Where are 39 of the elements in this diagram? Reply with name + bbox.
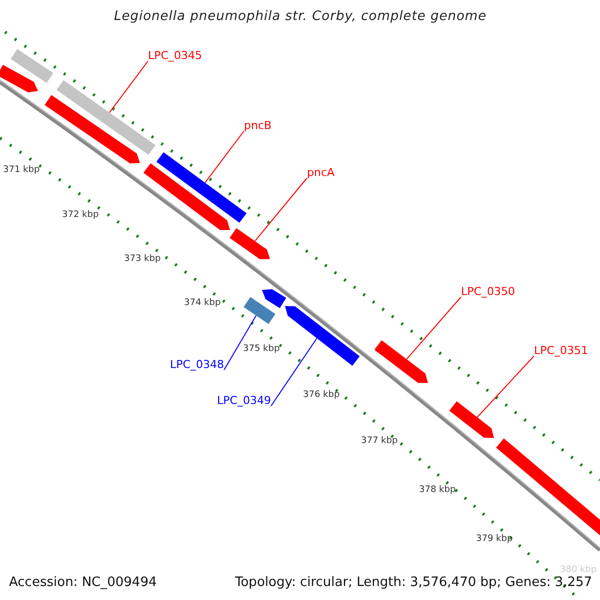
gene-label: LPC_0350 <box>461 286 515 297</box>
tick-label: 378 kbp <box>419 486 456 495</box>
title: Legionella pneumophila str. Corby, complete genome <box>114 10 487 23</box>
leader-line <box>476 356 534 418</box>
gene-bar <box>230 228 270 260</box>
gene-bar <box>374 340 428 383</box>
footer-text: Accession: NC_009494 <box>9 576 157 589</box>
gene-label: LPC_0349 <box>217 395 271 406</box>
gene-bar <box>44 95 140 164</box>
gene-bar <box>244 297 276 324</box>
gene-label: pncB <box>244 120 272 131</box>
leader-line <box>108 60 148 114</box>
tick-label: 377 kbp <box>361 437 398 446</box>
gene-label: pncA <box>307 167 335 178</box>
gene-bar <box>10 49 54 83</box>
leader-line <box>224 314 257 370</box>
leader-line <box>254 178 308 242</box>
tick-label: 374 kbp <box>184 299 221 308</box>
tick-label: 371 kbp <box>3 166 40 175</box>
footer-text: Topology: circular; Length: 3,576,470 bp; Genes: 3,257 <box>235 576 592 589</box>
gene-bar <box>285 306 360 366</box>
gene-bar <box>143 163 230 230</box>
gene-label: LPC_0351 <box>534 345 588 356</box>
gene-bar <box>156 152 247 223</box>
gene-bar <box>262 289 286 308</box>
tick-label: 375 kbp <box>243 345 280 354</box>
leader-line <box>406 296 462 360</box>
gene-bar <box>449 401 494 438</box>
gene-label: LPC_0348 <box>170 359 224 370</box>
tick-label: 379 kbp <box>476 535 513 544</box>
gene-bar <box>0 64 38 92</box>
leader-line <box>270 338 318 406</box>
tick-label: 373 kbp <box>124 255 161 264</box>
gene-bar <box>496 438 600 536</box>
tick-label: 376 kbp <box>303 391 340 400</box>
leader-line <box>204 130 244 184</box>
gene-label: LPC_0345 <box>148 50 202 61</box>
tick-label: 372 kbp <box>62 211 99 220</box>
gene-bar <box>56 80 156 155</box>
